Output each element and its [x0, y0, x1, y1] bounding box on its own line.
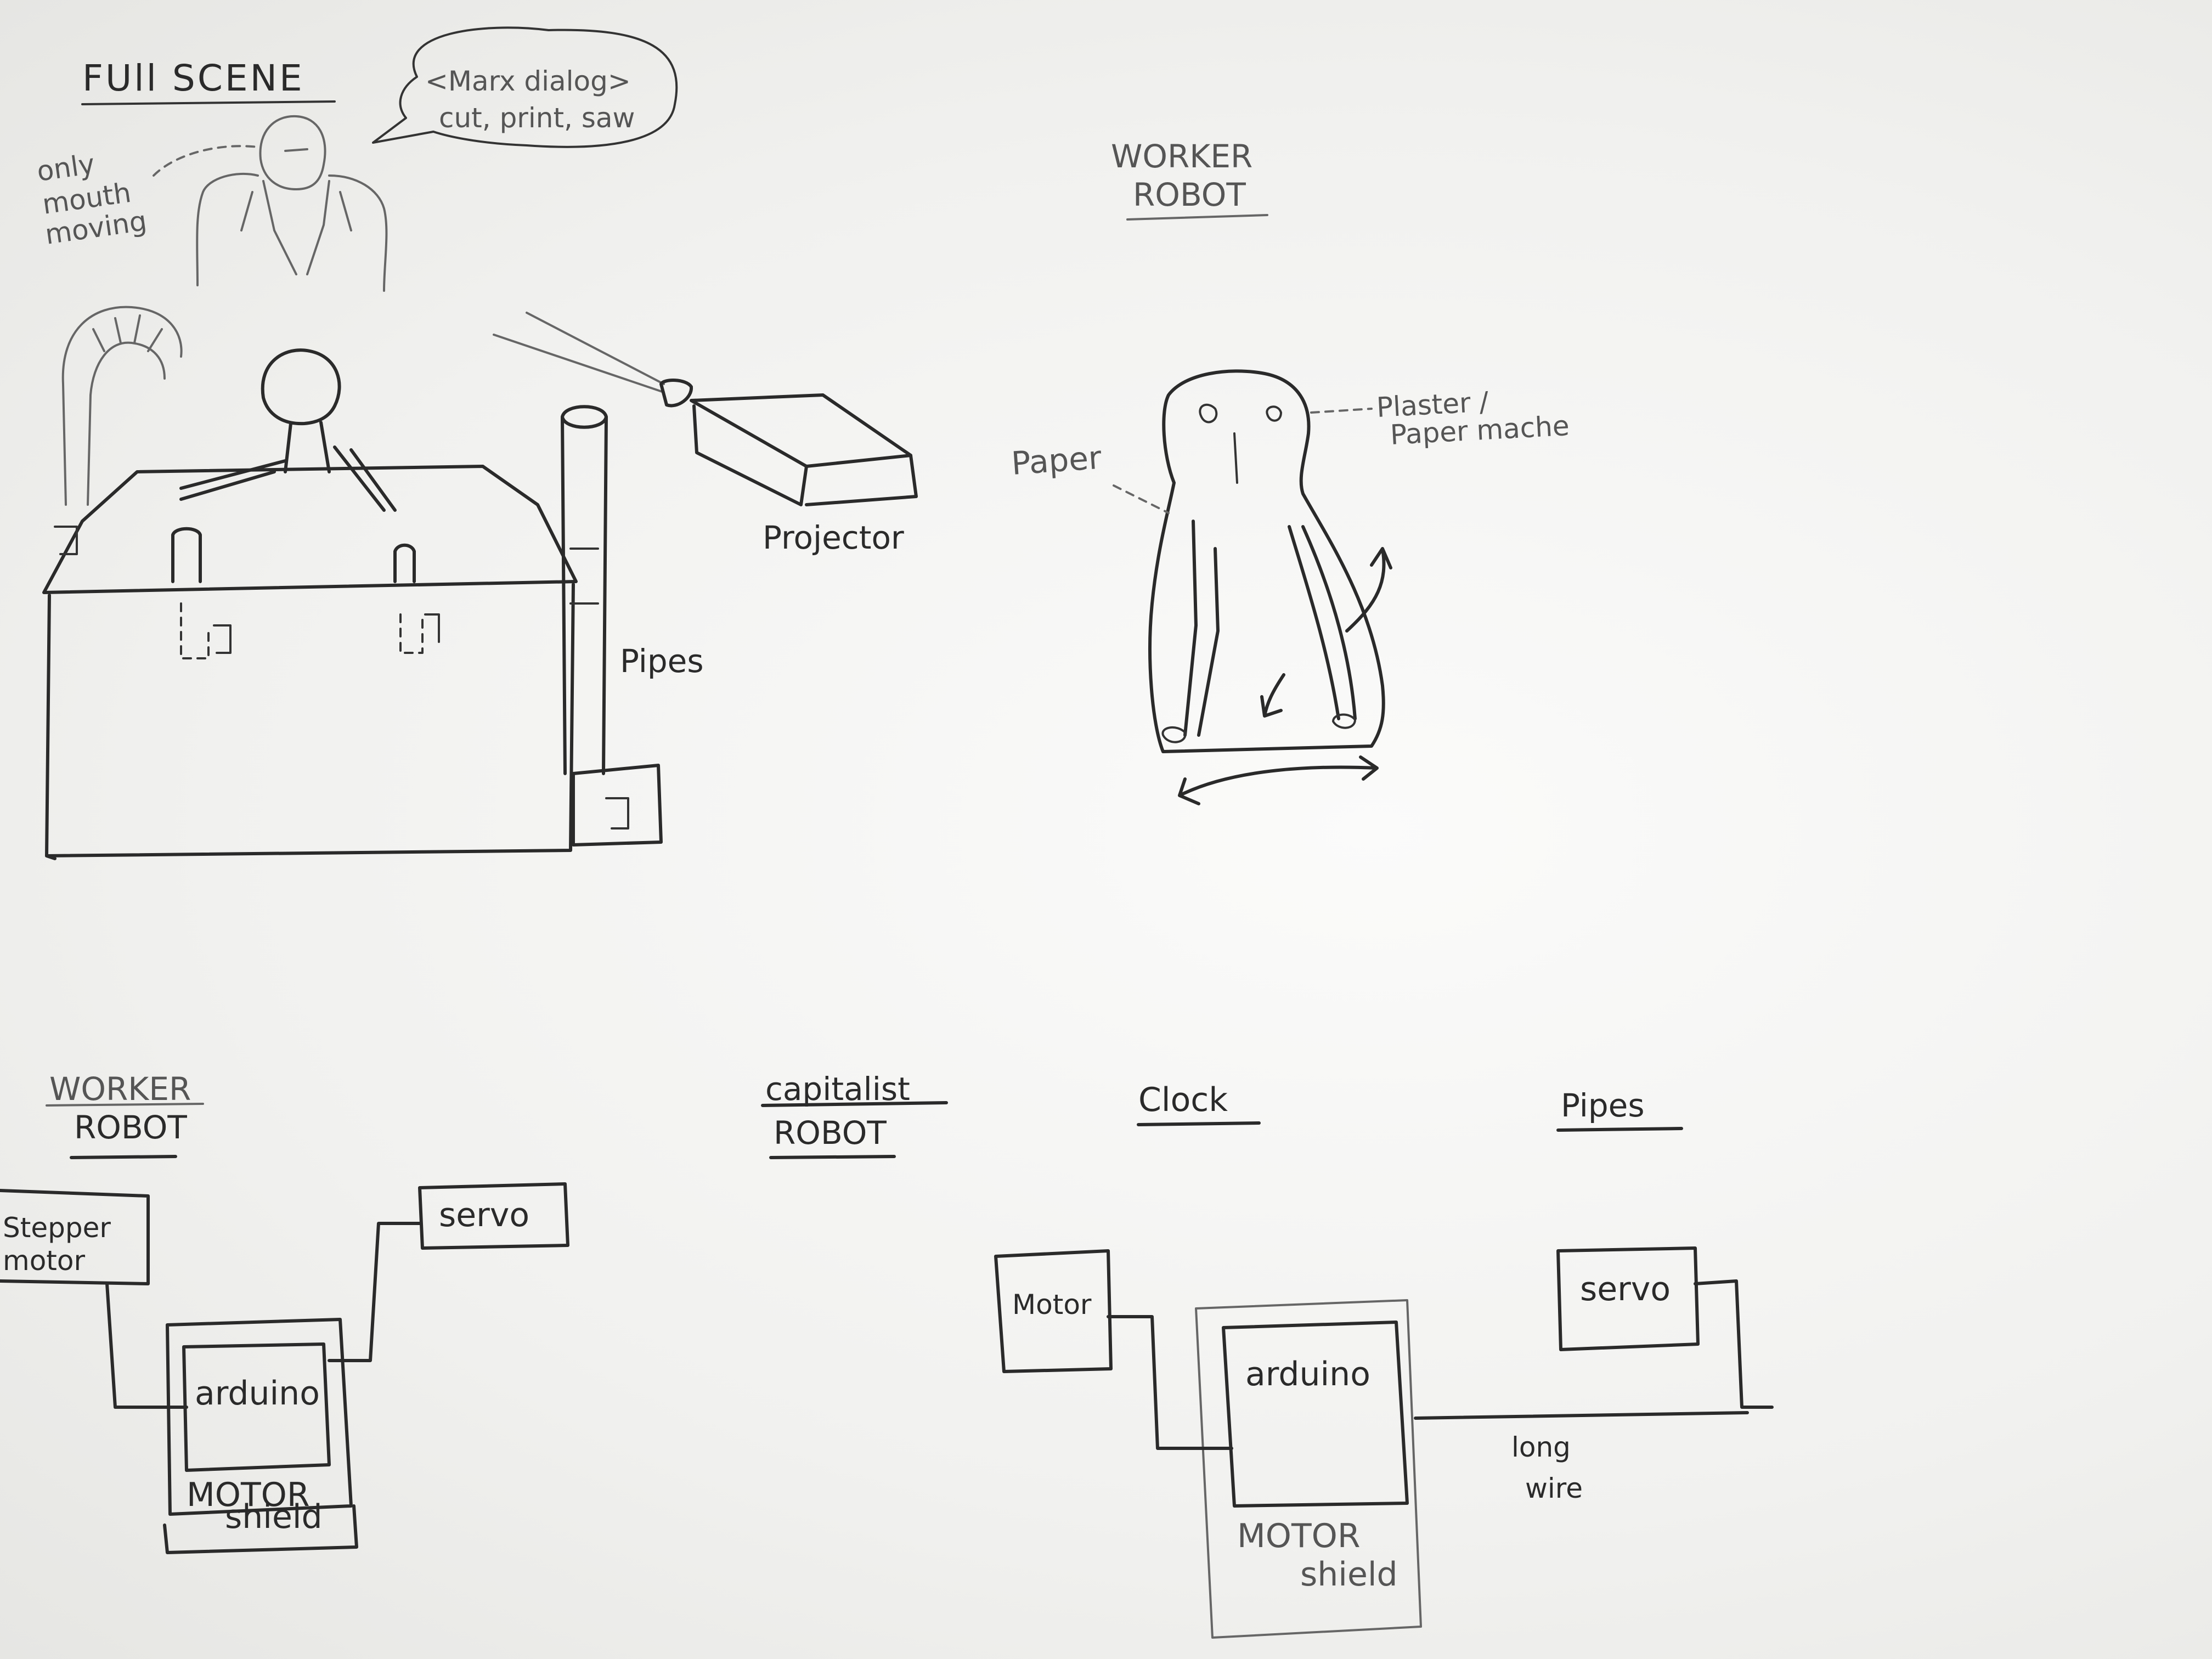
speech-line-1: <Marx dialog> — [425, 65, 631, 97]
clock-motor-box — [994, 1249, 1113, 1373]
worker-arduino-box — [182, 1342, 331, 1472]
full-scene: FUll SCENE <Marx dialog> cut, print, saw… — [35, 26, 918, 860]
speech-line-2: cut, print, saw — [439, 102, 635, 134]
pipes-drawing — [561, 405, 663, 847]
worker-sketch-underline — [1126, 214, 1268, 221]
clock-motor-wire — [1107, 1315, 1233, 1450]
pipes-servo-box — [1556, 1246, 1700, 1351]
plaster-label-1: Plaster / — [1376, 386, 1489, 424]
stepper-motor-box — [0, 1189, 150, 1285]
pipes-title: Pipes — [1561, 1087, 1645, 1124]
worker-circuit-title-1: WORKER — [49, 1070, 191, 1108]
wire-label-2: wire — [1525, 1472, 1583, 1504]
robot-body — [1148, 369, 1385, 753]
worker-arduino-label: arduino — [195, 1374, 320, 1413]
projector-drawing — [493, 312, 918, 506]
servo-wire — [328, 1222, 421, 1362]
pipes-servo-label: servo — [1580, 1270, 1671, 1308]
stage-box-drawing — [42, 348, 578, 860]
arm-down-arrow — [1260, 673, 1285, 718]
worker-circuit-title-2: ROBOT — [74, 1109, 187, 1146]
clock-arduino-label: arduino — [1245, 1355, 1370, 1393]
marx-figure — [196, 115, 388, 292]
projector-label: Projector — [763, 519, 904, 556]
clock-arduino-box — [1222, 1321, 1409, 1508]
paper-pointer — [1113, 484, 1170, 514]
robot-eye-right — [1266, 405, 1282, 422]
worker-robot-sketch: WORKER ROBOT Paper Plaster / Paper mache — [1010, 138, 1570, 805]
plaster-pointer — [1310, 408, 1373, 414]
robot-arm-right — [1288, 525, 1357, 720]
robot-nose — [1233, 432, 1238, 484]
mouth-pointer — [153, 145, 259, 177]
clock-circuit: Clock Motor arduino MOTOR shield — [994, 1081, 1422, 1639]
worker-shield-label-2: shield — [225, 1498, 323, 1536]
pipes-circuit: Pipes servo long wire — [1414, 1087, 1774, 1504]
clock-shield-box — [1195, 1299, 1422, 1639]
long-wire — [1414, 1411, 1749, 1420]
speech-bubble — [372, 26, 678, 148]
clock-title: Clock — [1138, 1081, 1228, 1119]
clock-shield-label-1: MOTOR — [1237, 1517, 1361, 1555]
stepper-label-1: Stepper — [3, 1212, 111, 1244]
worker-shield-label-1: MOTOR — [187, 1476, 310, 1514]
worker-servo-box — [418, 1182, 569, 1250]
worker-sketch-title-2: ROBOT — [1133, 176, 1246, 213]
stepper-wire — [105, 1282, 188, 1409]
full-scene-title-underline — [81, 100, 336, 105]
full-scene-title: FUll SCENE — [82, 57, 304, 99]
arm-motion-arrow — [1345, 547, 1392, 633]
worker-servo-label: servo — [439, 1196, 529, 1234]
worker-sketch-title-1: WORKER — [1111, 138, 1252, 175]
robot-eye-left — [1199, 403, 1218, 424]
rotation-arrow — [1178, 755, 1379, 805]
capitalist-title-2: ROBOT — [774, 1114, 887, 1152]
pipes-label: Pipes — [620, 642, 704, 680]
worker-shield-box — [166, 1318, 353, 1516]
worker-circuit: WORKER ROBOT Stepper motor servo arduino… — [0, 1070, 569, 1554]
arch-clock-drawing — [61, 306, 183, 506]
robot-arm-left — [1183, 520, 1220, 737]
capitalist-title-1: capitalist — [765, 1070, 910, 1108]
wire-label-1: long — [1511, 1431, 1571, 1463]
clock-motor-label: Motor — [1012, 1289, 1092, 1321]
paper-label: Paper — [1010, 439, 1103, 482]
stepper-label-2: motor — [3, 1245, 85, 1277]
servo-lead — [1694, 1279, 1774, 1409]
note-line-1: only — [35, 148, 97, 188]
clock-shield-label-2: shield — [1300, 1555, 1398, 1594]
capitalist-circuit: capitalist ROBOT — [761, 1070, 948, 1159]
